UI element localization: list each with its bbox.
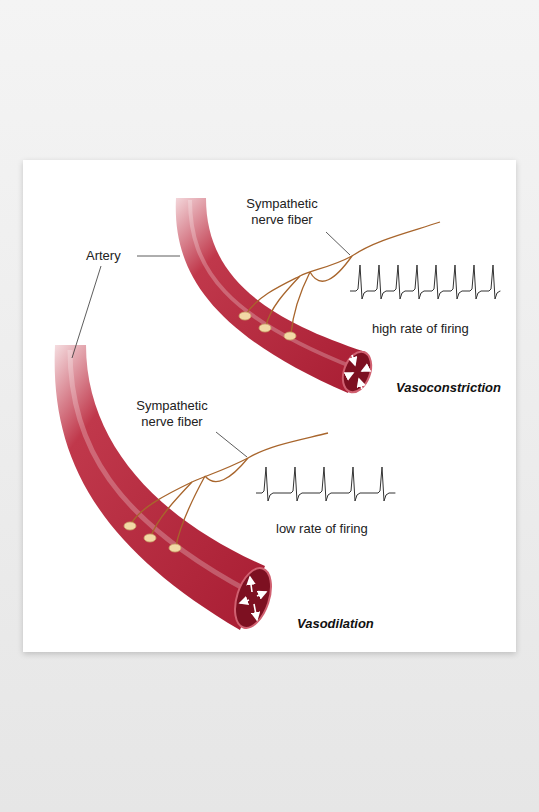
artery-lumen bbox=[228, 564, 278, 633]
state-label: Vasodilation bbox=[297, 616, 374, 632]
signal-label: low rate of firing bbox=[276, 521, 368, 537]
part-label: Sympathetic nerve fiber bbox=[126, 398, 218, 430]
artery-body bbox=[55, 345, 265, 630]
signal-label: high rate of firing bbox=[372, 321, 469, 337]
firing-waveform bbox=[256, 467, 395, 501]
firing-waveform bbox=[350, 265, 500, 299]
nerve-fiber bbox=[246, 222, 440, 334]
artery-highlight bbox=[70, 350, 250, 592]
nerve-terminal bbox=[239, 312, 296, 340]
part-label: Sympathetic nerve fiber bbox=[236, 196, 328, 228]
constriction-arrows bbox=[347, 355, 368, 389]
leader-line bbox=[72, 232, 350, 457]
artery-body bbox=[176, 198, 366, 393]
nerve-terminal bbox=[124, 522, 181, 552]
dilation-arrows bbox=[240, 577, 266, 620]
artery-lumen bbox=[338, 348, 377, 396]
part-label: Artery bbox=[86, 248, 121, 264]
state-label: Vasoconstriction bbox=[396, 380, 501, 396]
